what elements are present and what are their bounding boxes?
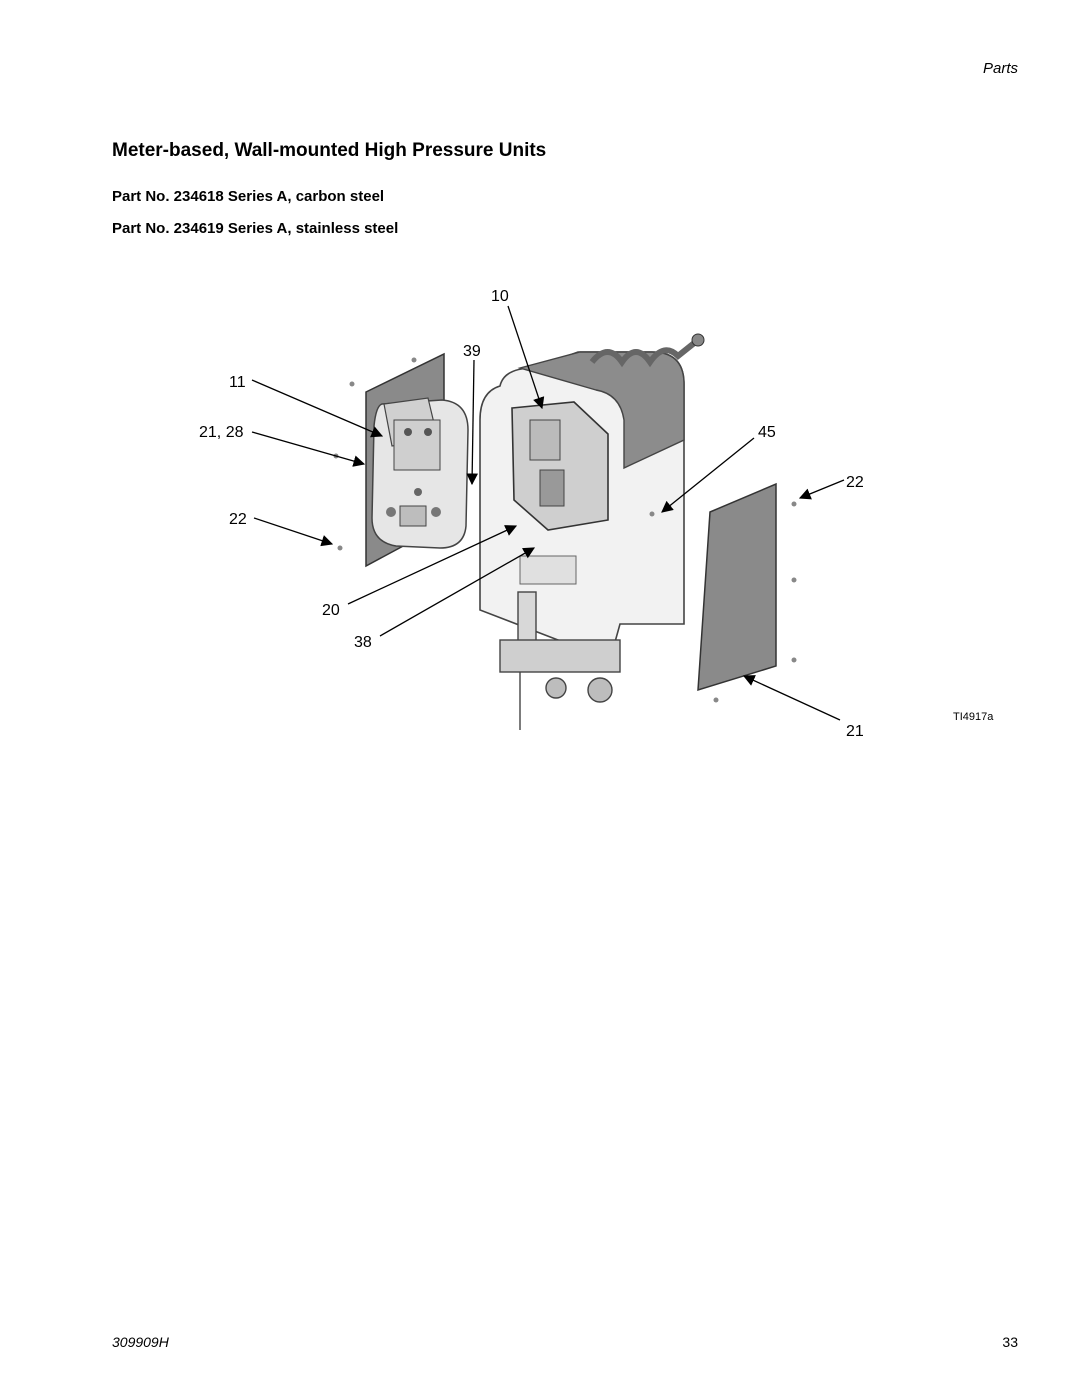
exploded-parts-diagram: 10 39 11 21, 28 45 22 22 20 38 21 TI4917… <box>199 288 994 740</box>
callout-39: 39 <box>463 343 481 360</box>
callout-45: 45 <box>758 424 776 441</box>
part-number-carbon-steel: Part No. 234618 Series A, carbon steel <box>112 188 385 205</box>
callout-21-28: 21, 28 <box>199 424 244 441</box>
part-number-stainless-steel: Part No. 234619 Series A, stainless stee… <box>112 220 399 237</box>
right-side-panel <box>697 482 777 692</box>
callout-38: 38 <box>354 634 372 651</box>
page-number: 33 <box>1002 1334 1018 1350</box>
control-module <box>371 397 469 549</box>
callout-22-left: 22 <box>229 511 247 528</box>
leader-lines <box>251 305 845 721</box>
section-label: Parts <box>982 60 1018 77</box>
callout-22-right: 22 <box>846 474 864 491</box>
document-number: 309909H <box>112 1334 169 1350</box>
callout-10: 10 <box>491 288 509 305</box>
figure-id: TI4917a <box>953 711 994 723</box>
page-title: Meter-based, Wall-mounted High Pressure … <box>112 140 547 161</box>
main-enclosure <box>479 351 685 662</box>
callout-11: 11 <box>229 374 246 391</box>
fluid-manifold <box>499 591 621 730</box>
callout-20: 20 <box>322 602 340 619</box>
callout-21: 21 <box>846 723 864 740</box>
hose-coil <box>589 337 700 368</box>
